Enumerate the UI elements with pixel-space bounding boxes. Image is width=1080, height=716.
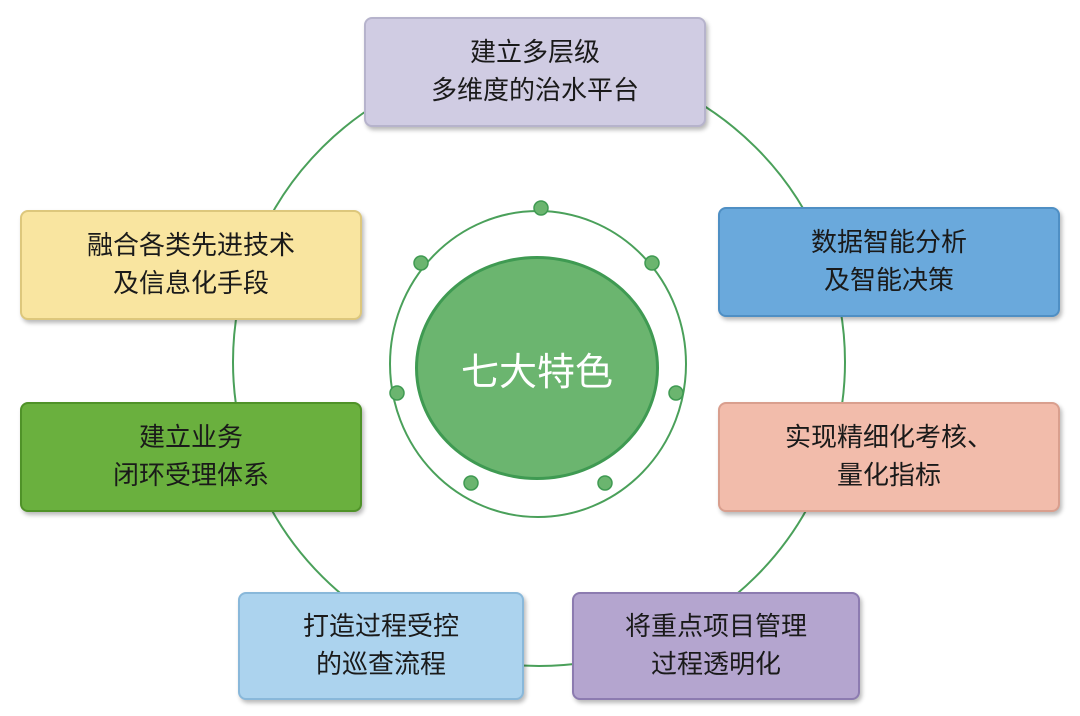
feature-2-line-2: 及智能决策 <box>823 266 954 296</box>
feature-7-line-1: 融合各类先进技术 <box>86 231 295 261</box>
feature-4-line-1: 将重点项目管理 <box>624 612 807 642</box>
feature-box-6: 建立业务 闭环受理体系 <box>20 402 362 512</box>
ring-dot <box>413 255 429 271</box>
ring-dot <box>389 385 405 401</box>
feature-6-line-1: 建立业务 <box>138 423 243 453</box>
feature-1-line-1: 建立多层级 <box>469 38 600 68</box>
feature-box-7: 融合各类先进技术 及信息化手段 <box>20 210 362 320</box>
feature-2-line-1: 数据智能分析 <box>810 228 967 258</box>
feature-6-line-2: 闭环受理体系 <box>112 461 269 491</box>
feature-box-5: 打造过程受控 的巡查流程 <box>238 592 524 700</box>
ring-dot <box>533 200 549 216</box>
center-label: 七大特色 <box>460 349 613 394</box>
feature-5-line-1: 打造过程受控 <box>302 612 459 642</box>
feature-7-line-2: 及信息化手段 <box>112 269 269 299</box>
feature-3-line-1: 实现精细化考核、 <box>784 423 993 453</box>
ring-dot <box>597 475 613 491</box>
feature-1-line-2: 多维度的治水平台 <box>430 76 639 106</box>
feature-5-line-2: 的巡查流程 <box>315 650 446 680</box>
feature-4-line-2: 过程透明化 <box>650 650 781 680</box>
ring-dot <box>668 385 684 401</box>
feature-box-2: 数据智能分析 及智能决策 <box>718 207 1060 317</box>
feature-box-1: 建立多层级 多维度的治水平台 <box>364 17 706 127</box>
feature-box-3: 实现精细化考核、 量化指标 <box>718 402 1060 512</box>
center-circle: 七大特色 <box>415 256 659 480</box>
feature-3-line-2: 量化指标 <box>836 461 941 491</box>
ring-dot <box>463 475 479 491</box>
ring-dot <box>644 255 660 271</box>
feature-box-4: 将重点项目管理 过程透明化 <box>572 592 860 700</box>
